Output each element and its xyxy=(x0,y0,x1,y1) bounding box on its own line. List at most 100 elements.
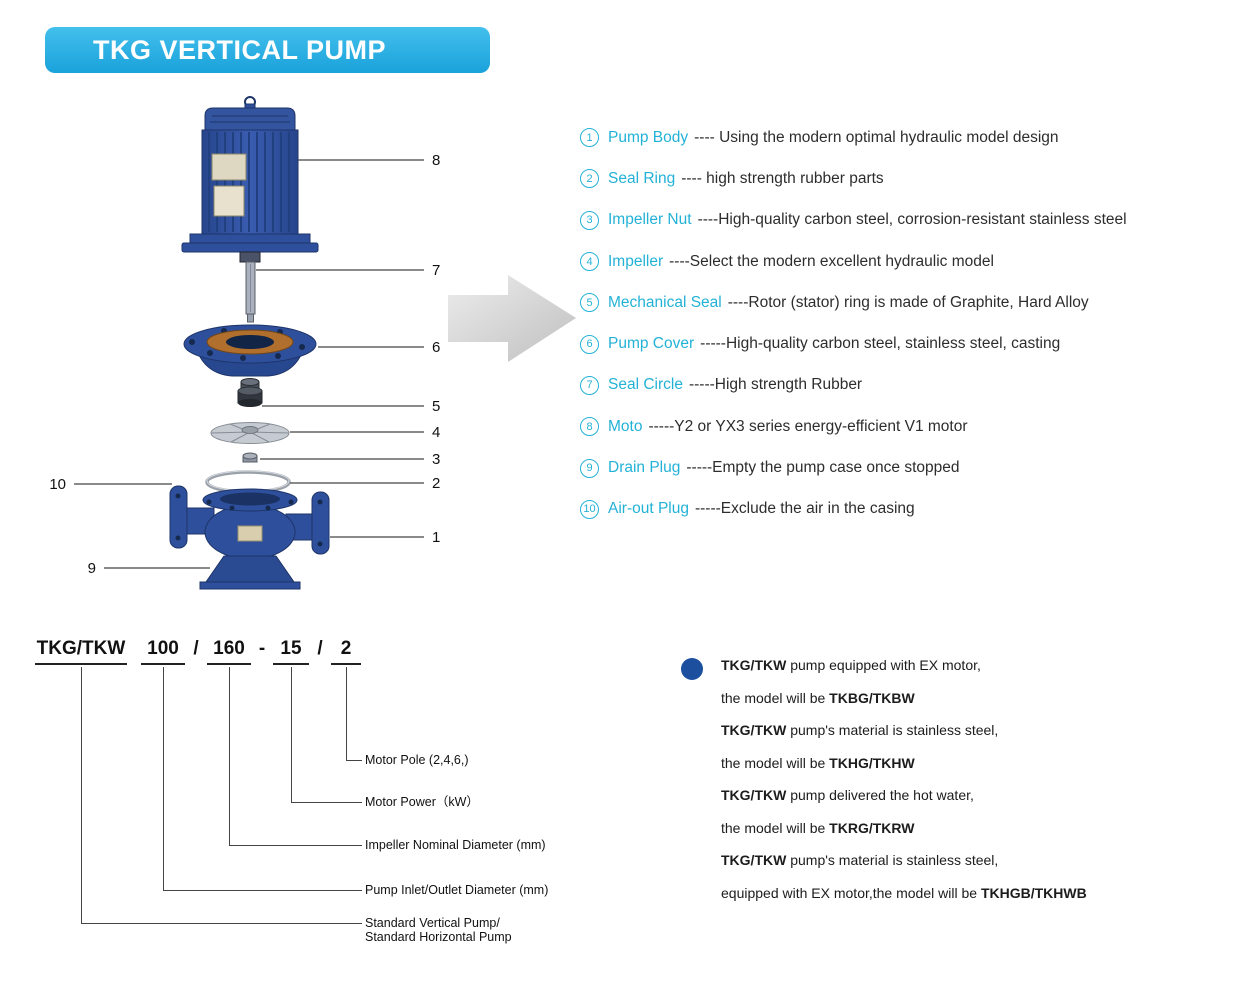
part-number: 5 xyxy=(586,296,593,309)
callout-4: 4 xyxy=(290,424,440,441)
label-standard-pump: Standard Vertical Pump/ Standard Horizon… xyxy=(365,916,512,944)
part-number-badge: 4 xyxy=(580,252,599,272)
mechanical-seal-illustration xyxy=(237,378,263,407)
part-number: 6 xyxy=(586,338,593,351)
note-line: the model will be TKRG/TKRW xyxy=(721,818,1229,838)
note-line: the model will be TKHG/TKHW xyxy=(721,753,1229,773)
model-separator: / xyxy=(193,638,199,659)
part-name: Impeller Nut xyxy=(608,211,692,229)
callout-label-4: 4 xyxy=(432,424,440,441)
part-number: 2 xyxy=(586,172,593,185)
part-name: Air-out Plug xyxy=(608,500,689,518)
impeller-nut-illustration xyxy=(242,452,258,463)
callout-5: 5 xyxy=(262,398,440,415)
callout-label-10: 10 xyxy=(49,476,66,493)
page-title: TKG VERTICAL PUMP xyxy=(93,34,387,65)
part-number-badge: 5 xyxy=(580,293,599,313)
part-name: Pump Body xyxy=(608,128,689,146)
callout-label-5: 5 xyxy=(432,398,440,415)
arrow-icon xyxy=(448,275,576,362)
part-description: -----Exclude the air in the casing xyxy=(694,500,915,518)
part-description: -----Y2 or YX3 series energy-efficient V… xyxy=(648,417,968,435)
callout-2: 2 xyxy=(290,475,440,492)
motor-illustration xyxy=(181,96,319,253)
part-description: ----Select the modern excellent hydrauli… xyxy=(669,252,994,270)
callout-6: 6 xyxy=(318,339,440,356)
note-line: equipped with EX motor,the model will be… xyxy=(721,883,1229,903)
part-number-badge: 10 xyxy=(580,499,599,519)
part-description: ---- high strength rubber parts xyxy=(681,169,884,187)
parts-list: 1 Pump Body ---- Using the modern optima… xyxy=(580,117,1234,530)
connector-line-pole xyxy=(346,667,362,761)
connector-line-impeller xyxy=(229,667,362,846)
part-description: -----High strength Rubber xyxy=(688,376,863,394)
part-number: 9 xyxy=(586,462,593,475)
connector-line-standard xyxy=(81,667,362,924)
bullet-icon xyxy=(681,658,703,680)
model-impeller-value: 160 xyxy=(207,638,251,665)
note-bold: TKG/TKW xyxy=(721,722,787,738)
motor-label xyxy=(213,185,245,217)
callout-label-7: 7 xyxy=(432,262,440,279)
part-description: -----High-quality carbon steel, stainles… xyxy=(700,335,1061,353)
part-number: 8 xyxy=(586,420,593,433)
label-motor-power: Motor Power（kW） xyxy=(365,795,479,809)
shaft-illustration xyxy=(239,251,261,323)
part-name: Mechanical Seal xyxy=(608,293,722,311)
part-name: Moto xyxy=(608,417,643,435)
part-number: 7 xyxy=(586,379,593,392)
label-impeller-diameter: Impeller Nominal Diameter (mm) xyxy=(365,838,546,852)
note-text: pump's material is stainless steel, xyxy=(786,722,999,738)
part-row-8: 8 Moto -----Y2 or YX3 series energy-effi… xyxy=(580,406,1234,447)
note-line: the model will be TKBG/TKBW xyxy=(721,688,1229,708)
model-notes: TKG/TKW pump equipped with EX motor, the… xyxy=(681,655,1229,915)
note-bold: TKG/TKW xyxy=(721,852,787,868)
part-number-badge: 9 xyxy=(580,458,599,478)
model-separator: - xyxy=(258,638,266,659)
part-number-badge: 7 xyxy=(580,375,599,395)
part-row-1: 1 Pump Body ---- Using the modern optima… xyxy=(580,117,1234,158)
part-number-badge: 3 xyxy=(580,210,599,230)
connector-line-inlet xyxy=(163,667,362,891)
callout-label-9: 9 xyxy=(88,560,96,577)
title-banner: TKG VERTICAL PUMP xyxy=(45,27,490,73)
part-row-9: 9 Drain Plug -----Empty the pump case on… xyxy=(580,447,1234,488)
part-description: -----Empty the pump case once stopped xyxy=(686,459,960,477)
part-number-badge: 8 xyxy=(580,417,599,437)
part-name: Impeller xyxy=(608,252,664,270)
model-prefix: TKG/TKW xyxy=(35,638,127,665)
note-line: TKG/TKW pump's material is stainless ste… xyxy=(721,720,1229,740)
note-line: TKG/TKW pump delivered the hot water, xyxy=(721,785,1229,805)
part-row-7: 7 Seal Circle -----High strength Rubber xyxy=(580,365,1234,406)
label-standard-vertical: Standard Vertical Pump/ xyxy=(365,916,500,930)
note-line: TKG/TKW pump's material is stainless ste… xyxy=(721,850,1229,870)
note-model-code: TKHGB/TKHWB xyxy=(980,884,1087,901)
part-number: 10 xyxy=(583,503,596,516)
model-power-value: 15 xyxy=(273,638,309,665)
part-number-badge: 1 xyxy=(580,128,599,148)
callout-label-8: 8 xyxy=(432,152,440,169)
callout-label-1: 1 xyxy=(432,529,440,546)
pump-exploded-diagram: 8 7 6 5 4 3 2 1 xyxy=(49,96,576,590)
part-description: ---- Using the modern optimal hydraulic … xyxy=(694,128,1059,146)
label-motor-pole: Motor Pole (2,4,6,) xyxy=(365,753,469,767)
part-name: Seal Ring xyxy=(608,169,676,187)
part-description: ----Rotor (stator) ring is made of Graph… xyxy=(727,293,1089,311)
model-inlet-value: 100 xyxy=(141,638,185,665)
callout-10: 10 xyxy=(49,476,172,493)
callout-8: 8 xyxy=(298,152,440,169)
note-model-code: TKHG/TKHW xyxy=(829,754,915,771)
part-name: Pump Cover xyxy=(608,335,695,353)
part-number: 3 xyxy=(586,214,593,227)
part-row-6: 6 Pump Cover -----High-quality carbon st… xyxy=(580,323,1234,364)
callout-label-6: 6 xyxy=(432,339,440,356)
part-number: 1 xyxy=(586,131,593,144)
part-name: Seal Circle xyxy=(608,376,683,394)
model-pole-value: 2 xyxy=(331,638,361,665)
note-text: pump delivered the hot water, xyxy=(786,787,974,803)
label-standard-horizontal: Standard Horizontal Pump xyxy=(365,930,512,944)
part-row-2: 2 Seal Ring ---- high strength rubber pa… xyxy=(580,158,1234,199)
callout-label-2: 2 xyxy=(432,475,440,492)
model-designation-diagram: TKG/TKW 100 / 160 - 15 / 2 Motor Pole (2… xyxy=(35,638,675,978)
note-lines: TKG/TKW pump equipped with EX motor, the… xyxy=(721,655,1229,903)
